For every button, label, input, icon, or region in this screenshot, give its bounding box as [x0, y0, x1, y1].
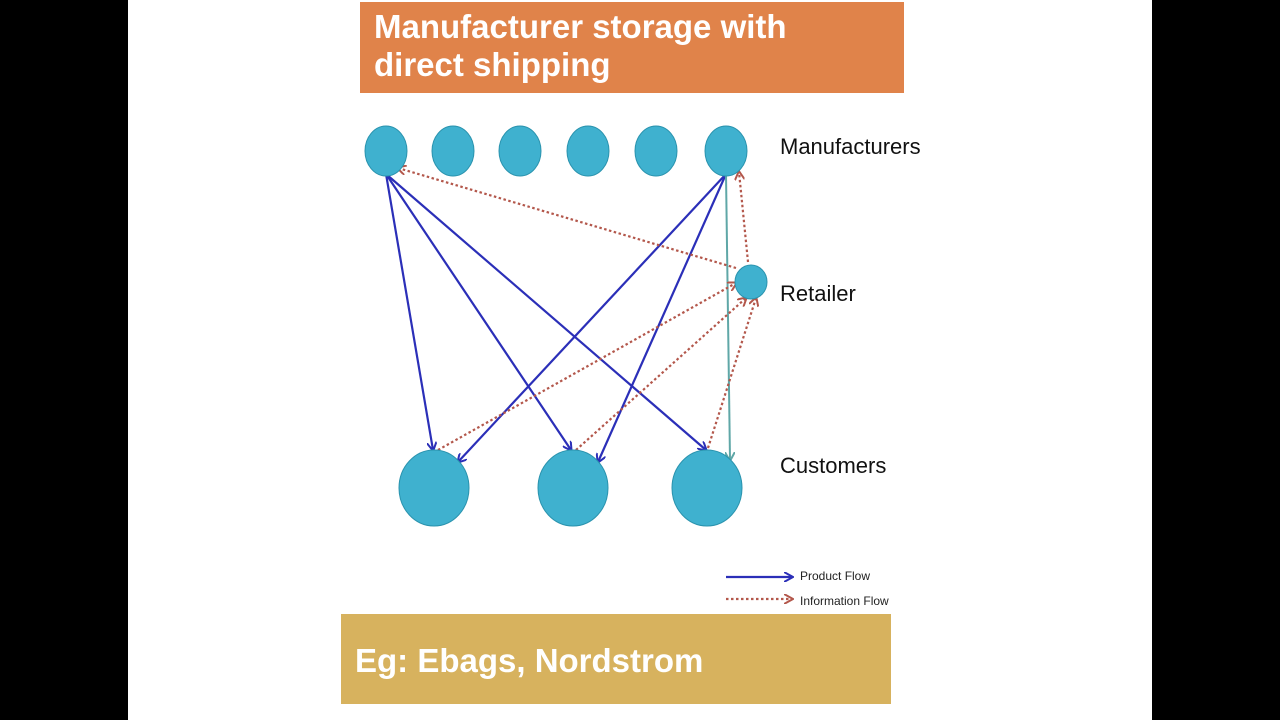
product-flow-m1-c3	[385, 173, 706, 450]
customer-node-2	[537, 449, 609, 527]
example-text: Eg: Ebags, Nordstrom	[355, 642, 704, 679]
product-flow-m1-c2	[385, 173, 571, 450]
manufacturer-node-4	[566, 125, 610, 177]
legend: Product Flow Information Flow	[726, 569, 889, 608]
customer-node-1	[398, 449, 470, 527]
manufacturer-node-3	[498, 125, 542, 177]
title-line-1: Manufacturer storage with	[374, 8, 787, 45]
legend-product-flow-label: Product Flow	[800, 569, 870, 583]
product-flow-m6-c2	[598, 173, 728, 462]
manufacturers-label: Manufacturers	[780, 134, 921, 159]
manufacturer-node-6	[704, 125, 748, 177]
retailer-node	[734, 264, 768, 300]
title-banner: Manufacturer storage with direct shippin…	[360, 2, 904, 93]
example-banner: Eg: Ebags, Nordstrom	[341, 614, 891, 704]
product-flow-m6-c1	[458, 173, 727, 462]
slide: Manufacturer storage with direct shippin…	[128, 0, 1152, 720]
info-flow-c3-retailer	[706, 298, 756, 449]
info-flow-retailer-m6	[739, 172, 750, 263]
legend-information-flow-label: Information Flow	[800, 594, 889, 608]
supply-chain-diagram: Manufacturers Retailer Customers Product…	[364, 125, 921, 608]
title-line-2: direct shipping	[374, 46, 611, 83]
customers-label: Customers	[780, 453, 886, 478]
product-flow-m6-c3	[726, 173, 730, 460]
info-flow-c2-retailer	[575, 298, 746, 451]
manufacturer-node-5	[634, 125, 678, 177]
manufacturer-node-1	[364, 125, 408, 177]
customer-node-3	[671, 449, 743, 527]
info-flow-retailer-m1	[398, 168, 737, 270]
retailer-label: Retailer	[780, 281, 856, 306]
manufacturer-node-2	[431, 125, 475, 177]
info-flow-c1-retailer	[437, 283, 736, 451]
product-flow-m1-c1	[384, 173, 433, 450]
